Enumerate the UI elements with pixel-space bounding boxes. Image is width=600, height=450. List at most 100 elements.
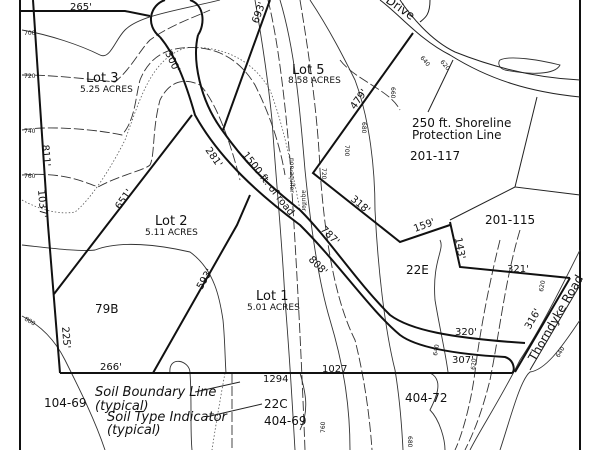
map-line [469,249,581,450]
map-label: Lot 2 [155,214,187,229]
map-label: 1037' [35,189,48,218]
shoreline-label-line2: Protection Line [412,128,502,142]
map-label: Lot 1 [256,289,288,304]
road-length-label: 1500 ft. of road [240,150,296,218]
lot-2-label: Lot 2 5.11 ACRES [145,214,198,238]
map-label: 79B [95,302,119,316]
map-line [529,284,581,371]
map-label: 321' [507,264,529,275]
map-label: 5.11 ACRES [145,228,198,238]
map-label: 22C [264,397,288,411]
map-label: 225' [59,326,72,349]
shoreline-label-line1: 250 ft. Shoreline [412,116,511,130]
map-line [21,315,106,450]
map-label: 1294 [263,374,288,385]
map-line [429,372,446,450]
map-line [379,0,581,98]
map-label: 404-72 [405,391,448,405]
map-label: 640 [555,345,567,359]
map-label: 720 [24,73,36,80]
map-line [339,59,401,111]
aquifer-label: aquifer [300,190,307,212]
map-label: 8.58 ACRES [288,76,341,86]
map-label: 800 [23,316,37,328]
map-label: 404-69 [264,414,307,428]
map-label: 680 [360,122,367,134]
map-label: 143' [452,237,467,260]
map-label: Lot 5 [292,63,324,78]
soil-boundary-annotation: Soil Boundary Line (typical) [95,381,241,414]
map-line [222,0,271,131]
map-line [21,47,301,214]
dimension-labels: 265' 693' 300' 281' 811' 1037' 651' 479'… [35,1,544,385]
map-label: 479' [348,88,370,112]
map-line [279,0,351,450]
map-label: 740 [24,128,36,135]
map-line [499,319,581,450]
map-label: 760 [24,173,36,180]
map-label: 700 [343,145,350,157]
map-label: 700 [24,30,36,37]
map-label: 811' [39,144,52,167]
map-line [211,372,226,450]
map-line [159,36,515,374]
map-line [267,0,306,450]
map-line [514,96,581,196]
map-label: 22E [406,263,429,277]
map-label: 307' [452,355,474,366]
map-label: 266' [100,362,122,373]
map-label: 651' [113,188,135,212]
map-label: 5.25 ACRES [80,85,133,95]
drive-road [379,0,581,98]
map-line [498,57,561,74]
map-label: 104-69 [44,396,87,410]
thorndyke-road [514,277,581,373]
map-line [254,0,296,450]
non-aquifer-label: non-aquifer [288,158,295,193]
map-line [152,194,251,374]
map-label: 760 [320,421,327,433]
map-label: 808' [306,254,329,277]
map-label: (typical) [95,399,149,414]
map-label: 620 [438,59,451,72]
map-label: 640 [432,344,441,357]
map-line [53,114,193,295]
map-label: 281' [203,145,225,169]
map-label: 159' [412,217,436,235]
lot-lines [20,0,581,374]
map-line [21,47,286,176]
map-line [21,9,211,83]
lot-1-label: Lot 1 5.01 ACRES [247,289,300,313]
map-line [311,32,451,244]
parcel-labels: 201-117 201-115 22E 79B 104-69 22C 404-6… [44,149,535,428]
map-label: (typical) [107,423,161,438]
map-label: 318' [348,194,372,216]
proposed-road [150,0,526,374]
map-line [299,372,307,431]
map-line [454,239,501,450]
map-label: 1027 [322,364,347,375]
map-label: 300' [162,50,181,74]
map-line [449,186,516,221]
map-line [32,0,61,374]
soil-type-annotation: Soil Type Indicator (typical) [107,403,263,438]
map-line [299,0,373,450]
map-label: 620 [470,358,478,370]
map-line [21,0,221,57]
map-line [434,239,449,373]
map-label: 201-117 [410,149,460,163]
map-line [399,0,581,81]
map-label: 660 [389,87,396,99]
map-line [514,277,571,373]
map-line [195,34,526,344]
map-line [449,221,571,279]
map-label: 5.01 ACRES [247,303,300,313]
map-label: 265' [70,2,92,13]
map-label: 720 [320,168,327,180]
map-label: 320' [455,327,477,338]
map-label: Lot 3 [86,71,118,86]
map-line [194,381,241,393]
map-line [20,10,151,17]
lot-3-label: Lot 3 5.25 ACRES [80,71,133,95]
